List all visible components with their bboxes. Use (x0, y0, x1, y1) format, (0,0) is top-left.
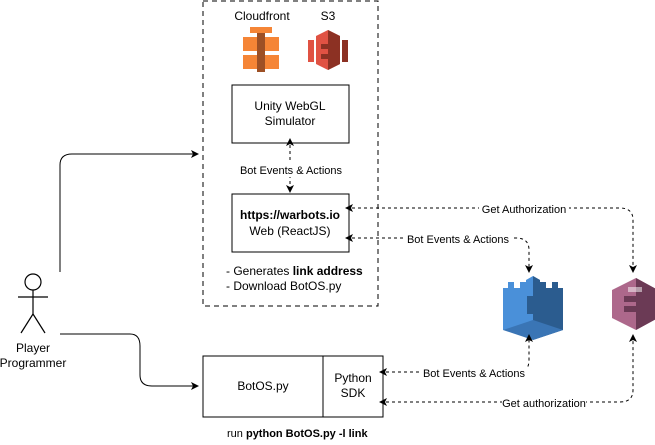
actor-line2: Programmer (0, 356, 66, 370)
sdk-line2: SDK (341, 386, 366, 400)
sdk-gateway-label: Bot Events & Actions (423, 368, 526, 380)
s3-label: S3 (321, 9, 336, 23)
sdk-cognito-connector (379, 334, 637, 406)
get-authorization-label: Get Authorization (482, 204, 566, 216)
sdk-cognito-label-bg (502, 397, 586, 409)
web-url: https://warbots.io (240, 208, 340, 222)
web-box (231, 193, 350, 253)
web-gateway-connector (345, 234, 533, 273)
web-gateway-label: Bot Events & Actions (407, 234, 510, 246)
web-subtitle: Web (ReactJS) (249, 224, 330, 238)
get-authorization-label-bg (479, 203, 569, 215)
note-generates-bold: link address (293, 264, 363, 278)
simulator-line2: Simulator (265, 114, 316, 128)
unity-simulator-box (231, 84, 350, 144)
web-gateway-label-bg (405, 233, 511, 245)
cloudfront-icon (243, 27, 279, 72)
cognito-icon (612, 278, 655, 330)
note-download: - Download BotOS.py (226, 279, 341, 293)
player-actor-icon (18, 273, 48, 334)
player-to-cloud-arrow (59, 150, 199, 272)
botos-label: BotOS.py (237, 379, 288, 393)
cloud-boundary (202, 0, 379, 307)
cloudfront-label: Cloudfront (234, 9, 290, 23)
sim-web-label: Bot Events & Actions (240, 165, 343, 177)
player-to-botos-arrow (60, 333, 199, 390)
actor-line1: Player (16, 341, 50, 355)
note-generates: - Generates link address (226, 264, 363, 278)
run-command-prefix: run (227, 428, 246, 440)
simulator-line1: Unity WebGL (254, 99, 325, 113)
sdk-line1: Python (334, 371, 371, 385)
run-command: run python BotOS.py -l link (227, 428, 368, 440)
sdk-gateway-connector (379, 334, 533, 376)
sdk-cognito-label: Get authorization (502, 398, 586, 410)
note-generates-prefix: - Generates (226, 264, 293, 278)
api-gateway-icon (503, 276, 563, 340)
run-command-bold: python BotOS.py -l link (246, 428, 368, 440)
sim-web-label-bg (238, 163, 344, 177)
s3-icon (308, 30, 348, 70)
web-cognito-connector (345, 204, 637, 273)
